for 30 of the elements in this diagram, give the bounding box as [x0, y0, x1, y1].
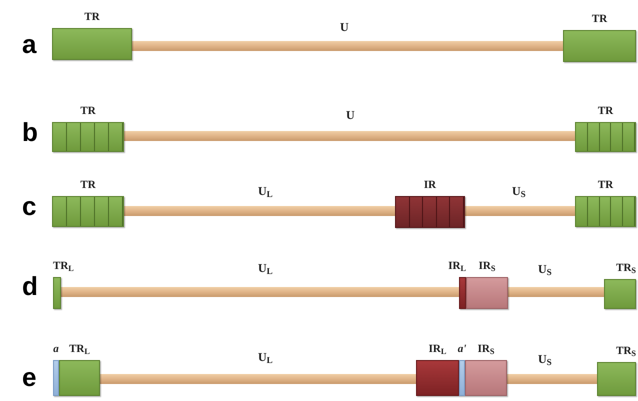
region-label: TR$_{L}$ [69, 343, 90, 356]
region-label: IR$_{L}$ [428, 343, 446, 356]
unique-region-label: U$_{S}$ [538, 352, 552, 366]
unique-region-label: U$_{S}$ [538, 262, 552, 276]
region-label: TR$_{L}$ [53, 260, 74, 273]
region-label: TR [598, 105, 614, 118]
region-label: IR [424, 179, 436, 192]
region-label: IR$_{S}$ [478, 343, 494, 356]
panel-letter: b [22, 118, 38, 146]
region-label: TR [80, 105, 96, 118]
panel-letter: c [22, 192, 36, 220]
unique-region-label: U [346, 108, 355, 122]
panel-letter: e [22, 363, 36, 391]
region-label: IR$_{L}$ [448, 260, 466, 273]
unique-region-label: U$_{L}$ [258, 184, 273, 198]
unique-region-label: U$_{L}$ [258, 350, 273, 364]
region-label: IR$_{S}$ [478, 260, 496, 273]
unique-region-label: U [340, 20, 349, 34]
region-label: TR [598, 179, 614, 192]
panel-letter: a [22, 30, 36, 58]
region-label: TR [84, 11, 100, 24]
panel-letter: d [22, 272, 38, 300]
region-label: TR$_{S}$ [616, 262, 636, 275]
region-label: TR [592, 13, 608, 26]
unique-region-label: U$_{S}$ [512, 184, 526, 198]
region-label: TR [80, 179, 96, 192]
region-label: a [53, 343, 59, 356]
region-label: TR$_{S}$ [616, 345, 636, 358]
region-label: a' [458, 343, 466, 356]
unique-region-label: U$_{L}$ [258, 261, 273, 275]
